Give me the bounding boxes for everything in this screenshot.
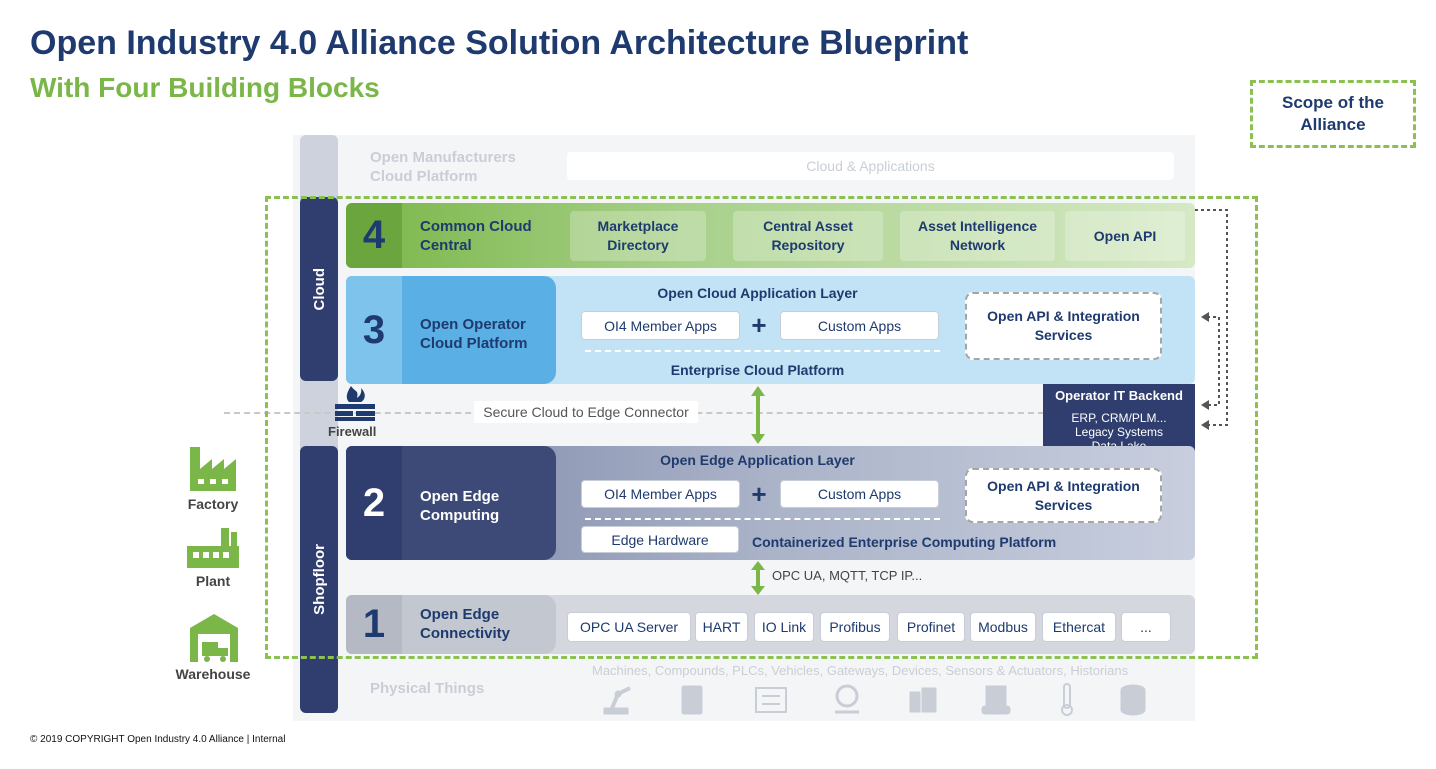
plant-icon	[187, 528, 239, 568]
layer2-number: 2	[346, 446, 402, 560]
layer3-platform: Enterprise Cloud Platform	[670, 362, 845, 378]
layer2-platform: Containerized Enterprise Computing Platf…	[752, 534, 1057, 550]
vertical-arrow-icon	[751, 386, 765, 444]
layer4-item-asset-network: Asset Intelligence Network	[900, 211, 1055, 261]
layer3-divider	[585, 350, 940, 352]
layer1-number: 1	[346, 595, 402, 654]
layer3-member-apps: OI4 Member Apps	[581, 311, 740, 340]
layer4-item-asset-repository: Central Asset Repository	[733, 211, 883, 261]
layer2-member-apps: OI4 Member Apps	[581, 480, 740, 508]
page-subtitle: With Four Building Blocks	[30, 72, 380, 103]
cloud-sidebar: Cloud	[300, 197, 338, 381]
gauge-icon	[835, 684, 859, 714]
layer3-number: 3	[346, 276, 402, 384]
connector-label: Secure Cloud to Edge Connector	[483, 404, 689, 420]
layer1-item-modbus: Modbus	[970, 612, 1036, 642]
layer2-name: Open Edge Computing	[420, 488, 500, 524]
layer1-item-hart: HART	[695, 612, 748, 642]
robot-arm-icon	[603, 686, 631, 715]
layer3-plus: +	[751, 309, 767, 340]
firewall-icon	[335, 386, 375, 421]
plc-icon	[681, 685, 703, 715]
warehouse-label: Warehouse	[175, 666, 251, 682]
layer3-api-box: Open API & Integration Services	[965, 292, 1162, 360]
layer3-name: Open Operator Cloud Platform	[420, 316, 528, 352]
vehicle-icon	[981, 685, 1011, 715]
sensor-icon	[909, 687, 937, 713]
layer2-api-box: Open API & Integration Services	[965, 468, 1162, 523]
cloud-applications-label: Cloud & Applications	[806, 158, 935, 174]
factory-icon	[190, 447, 236, 491]
layer2-custom-apps: Custom Apps	[780, 480, 939, 508]
physical-things-label: Physical Things	[370, 680, 485, 697]
copyright: © 2019 COPYRIGHT Open Industry 4.0 Allia…	[30, 734, 286, 745]
layer4-row	[346, 203, 1195, 268]
layer4-item-marketplace: Marketplace Directory	[570, 211, 706, 261]
firewall-label: Firewall	[328, 424, 377, 439]
physical-things-icons	[603, 683, 1146, 716]
layer3-api-label: Open API & Integration Services	[987, 308, 1140, 343]
layer1-item-profibus: Profibus	[820, 612, 890, 642]
thermometer-icon	[1061, 683, 1073, 716]
factory-label: Factory	[187, 496, 239, 512]
layer4-number: 4	[346, 203, 402, 268]
connector-label-box: Secure Cloud to Edge Connector	[474, 401, 698, 423]
scope-legend: Scope of the Alliance	[1250, 80, 1416, 148]
alliance-scope-frame	[265, 196, 1258, 659]
layer2-app-layer: Open Edge Application Layer	[660, 452, 855, 468]
cloud-applications-box: Cloud & Applications	[567, 152, 1174, 180]
warehouse-icon	[190, 614, 238, 662]
layer3-app-layer: Open Cloud Application Layer	[657, 285, 858, 301]
layer2-edge-hardware: Edge Hardware	[581, 526, 739, 553]
protocol-arrow-icon	[751, 561, 765, 595]
protocols-label: OPC UA, MQTT, TCP IP...	[772, 568, 923, 583]
layer1-item-opcua: OPC UA Server	[567, 612, 691, 642]
layer1-name: Open Edge Connectivity	[420, 606, 511, 642]
layer1-item-iolink: IO Link	[754, 612, 814, 642]
plant-label: Plant	[195, 573, 231, 589]
layer2-divider	[585, 518, 940, 520]
layer4-name: Common Cloud Central	[420, 218, 532, 254]
backend-title: Operator IT Backend	[1055, 388, 1183, 403]
layer4-item-open-api: Open API	[1065, 211, 1185, 261]
gateway-icon	[755, 687, 787, 713]
layer2-plus: +	[751, 478, 767, 509]
shopfloor-sidebar: Shopfloor	[300, 446, 338, 713]
layer2-api-label: Open API & Integration Services	[987, 477, 1140, 513]
layer1-item-ethercat: Ethercat	[1042, 612, 1116, 642]
manufacturers-cloud-label: Open Manufacturers Cloud Platform	[370, 149, 516, 185]
layer3-custom-apps: Custom Apps	[780, 311, 939, 340]
backend-connection-arrows-icon	[1195, 209, 1228, 430]
scope-label: Scope of the Alliance	[1281, 93, 1384, 134]
page-title: Open Industry 4.0 Alliance Solution Arch…	[30, 24, 969, 62]
layer1-item-profinet: Profinet	[897, 612, 965, 642]
layer1-item-more: ...	[1121, 612, 1171, 642]
database-icon	[1120, 684, 1146, 716]
physical-things-list: Machines, Compounds, PLCs, Vehicles, Gat…	[592, 663, 1129, 678]
